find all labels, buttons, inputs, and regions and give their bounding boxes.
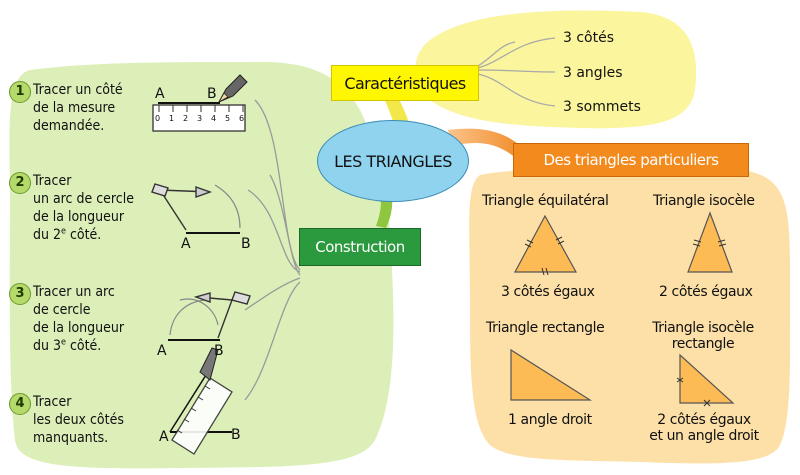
caracteristiques-box: Caractéristiques [331, 65, 479, 101]
particuliers-box: Des triangles particuliers [513, 143, 749, 177]
step-3-line-3: de la longueur [33, 320, 125, 336]
step-2-badge: 2 [9, 172, 31, 194]
caracteristique-item-2: 3 angles [563, 65, 623, 81]
step3-point-b: B [214, 343, 224, 359]
step4-ruler [169, 347, 233, 455]
right-desc: 1 angle droit [508, 412, 592, 428]
isosceles-right-name: Triangle isocèle rectangle [652, 320, 754, 352]
step-4-badge: 4 [9, 393, 31, 415]
step-2-line-2: un arc de cercle [33, 191, 134, 207]
step3-compass [168, 291, 251, 341]
step2-point-a: A [181, 236, 191, 252]
step-1-text: Tracer un côté de la mesure demandée. [33, 81, 123, 135]
isosceles-right-triangle-shape [676, 353, 735, 407]
construction-area [9, 61, 394, 469]
step1-ruler [152, 74, 248, 132]
step-1-badge: 1 [9, 81, 31, 103]
isosceles-triangle-shape [687, 211, 733, 273]
right-name: Triangle rectangle [486, 320, 605, 336]
step-2-text: Tracer un arc de cercle de la longueur d… [33, 172, 134, 244]
step-3-badge: 3 [9, 283, 31, 305]
step-3-line-1: Tracer un arc [33, 284, 115, 300]
isosceles-desc: 2 côtés égaux [659, 284, 753, 300]
step1-point-a: A [155, 86, 165, 102]
construction-twigs [244, 99, 301, 401]
caracteristiques-twigs [477, 37, 556, 107]
caracteristique-item-1: 3 côtés [563, 30, 615, 46]
step4-point-b: B [231, 427, 241, 443]
step-3-text: Tracer un arc de cercle de la longueur d… [33, 283, 124, 355]
equilateral-name: Triangle équilatéral [482, 193, 609, 209]
isosceles-name: Triangle isocèle [653, 193, 755, 209]
step-2-line-3: de la longueur [33, 209, 125, 225]
step-4-line-3: manquants. [33, 430, 109, 446]
step-1-line-2: de la mesure [33, 100, 116, 116]
caracteristiques-title: Caractéristiques [344, 73, 466, 93]
equilateral-desc: 3 côtés égaux [501, 284, 595, 300]
step2-point-b: B [241, 236, 251, 252]
step-1-line-3: demandée. [33, 118, 105, 134]
caracteristiques-area [415, 10, 697, 129]
step-2-line-1: Tracer [33, 173, 72, 189]
center-node: LES TRIANGLES [317, 120, 469, 202]
step4-point-a: A [159, 429, 169, 445]
construction-box: Construction [299, 228, 421, 266]
equilateral-triangle-shape [513, 214, 578, 276]
connector-particuliers [448, 128, 525, 160]
step-4-line-2: les deux côtés [33, 412, 124, 428]
step-3-line-4: du 3e côté. [33, 337, 102, 354]
center-title: LES TRIANGLES [334, 151, 452, 171]
right-triangle-shape [510, 348, 593, 401]
construction-title: Construction [315, 238, 405, 256]
step2-compass [151, 183, 241, 234]
step-4-line-1: Tracer [33, 394, 72, 410]
particuliers-title: Des triangles particuliers [543, 151, 719, 169]
step-3-line-2: de cercle [33, 302, 91, 318]
step3-point-a: A [157, 343, 167, 359]
isosceles-right-desc: 2 côtés égaux et un angle droit [649, 412, 759, 444]
caracteristique-item-3: 3 sommets [563, 99, 641, 115]
step-2-line-4: du 2e côté. [33, 226, 102, 243]
step1-point-b: B [207, 86, 217, 102]
step-1-line-1: Tracer un côté [33, 82, 123, 98]
step-4-text: Tracer les deux côtés manquants. [33, 393, 124, 447]
